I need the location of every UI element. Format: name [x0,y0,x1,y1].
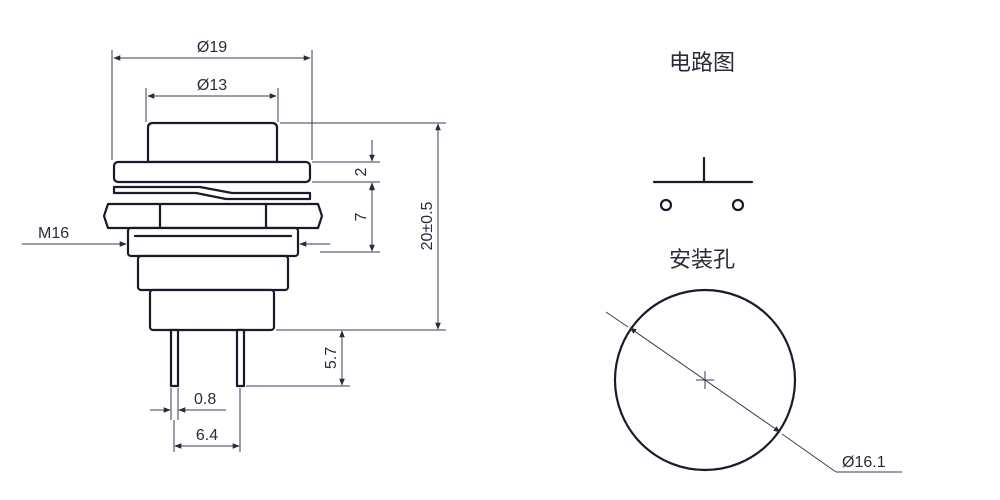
dim-total-height-label: 20±0.5 [419,201,436,250]
switch-base [148,288,276,332]
button-cap [146,121,279,164]
dim-bushing-height-label: 7 [353,212,370,221]
hex-nut [102,202,324,230]
mounting-title: 安装孔 [669,248,735,273]
dim-cap-diameter-label: Ø13 [197,77,227,94]
dim-pin-width: 0.8 [150,388,226,420]
dim-nut-thickness-label: 2 [353,167,370,176]
switch-side-view [102,121,324,388]
hole-outline [613,288,797,472]
dim-pin-length: 5.7 [246,330,350,387]
dim-pin-length-label: 5.7 [323,347,340,369]
dim-pin-spacing-label: 6.4 [196,427,218,444]
dim-pin-spacing: 6.4 [173,388,241,452]
dim-pin-width-label: 0.8 [194,391,216,408]
circuit-diagram: 电路图 [652,51,754,212]
top-washer [112,160,312,184]
threaded-bushing [126,226,300,258]
terminal-right [731,198,745,212]
dim-vertical-stack: 2 7 20±0.5 [276,122,446,331]
dim-outer-diameter: Ø19 [111,39,313,160]
terminal-pin-left [169,328,180,388]
terminal-pin-right [235,328,246,388]
dim-outer-diameter-label: Ø19 [197,39,227,56]
lock-washer [112,185,312,201]
mounting-hole: 安装孔 Ø16.1 [605,248,902,473]
dim-cap-diameter: Ø13 [145,77,279,122]
terminal-left [659,198,673,212]
dim-thread-label: M16 [38,225,69,242]
switch-body [136,254,290,292]
circuit-title: 电路图 [669,51,735,76]
dim-thread: M16 [22,225,330,247]
hole-diameter-label: Ø16.1 [842,454,886,471]
